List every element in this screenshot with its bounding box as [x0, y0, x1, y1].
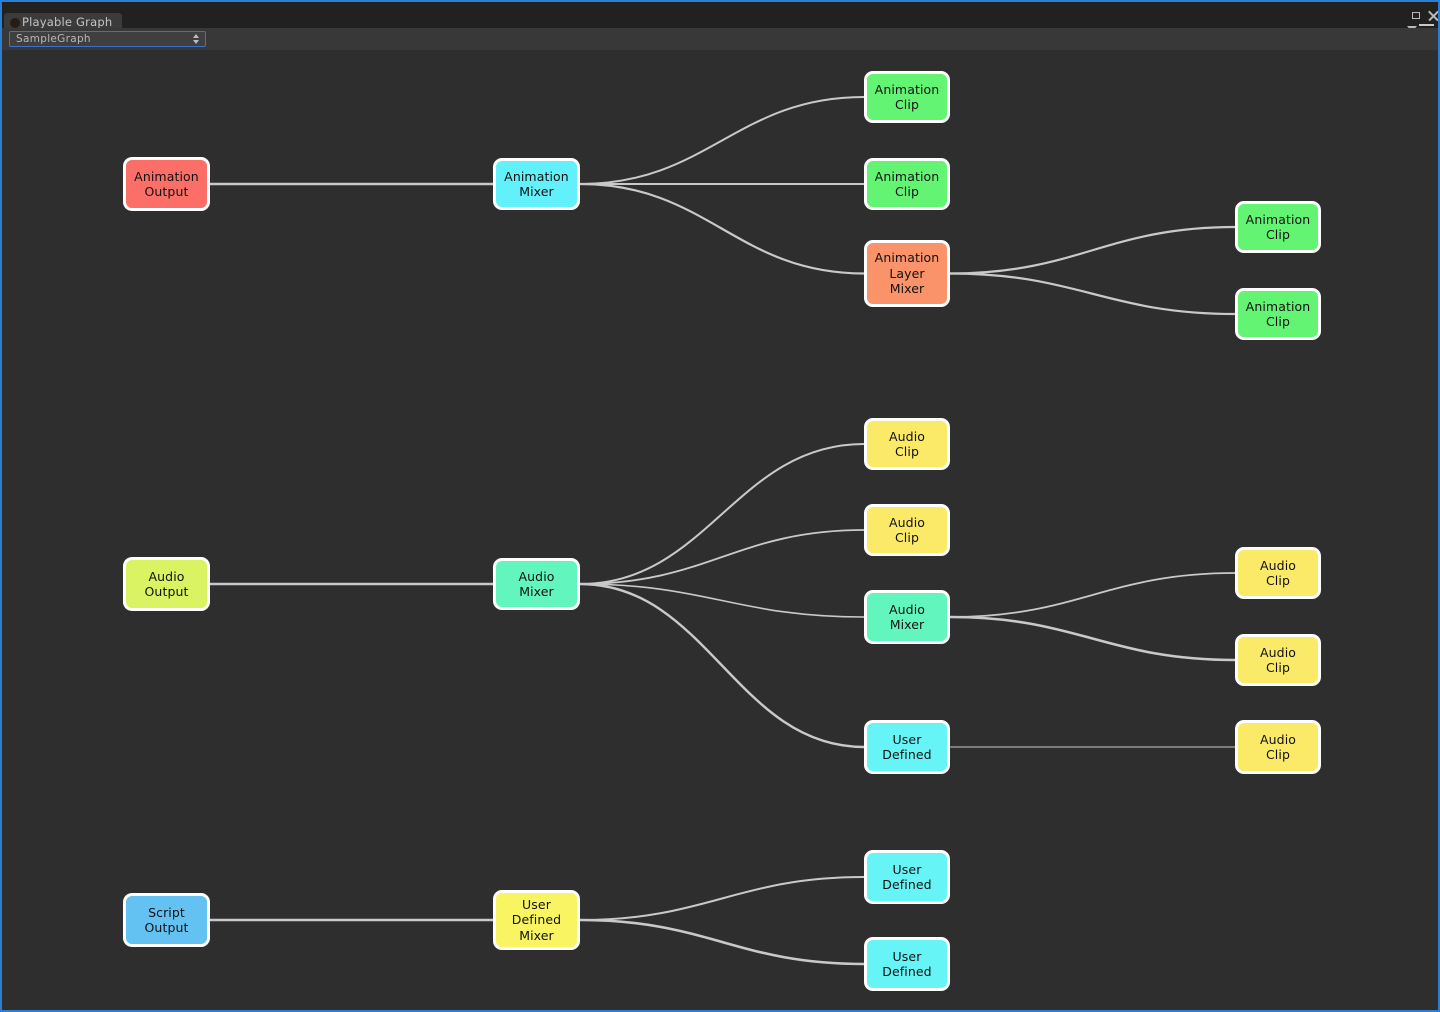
edge-layer-mixer-to-clip-3 — [948, 225, 1237, 275]
edge-audio-mixer-to-user-defined-1 — [578, 582, 866, 749]
tab-playable-graph[interactable]: Playable Graph — [4, 13, 123, 32]
audio-clip-node[interactable]: Audio Clip — [1235, 720, 1321, 774]
edge-animation-mixer-to-clip-1 — [579, 96, 865, 185]
graph-selector-value: SampleGraph — [16, 33, 91, 45]
animation-clip-node[interactable]: Animation Clip — [1235, 288, 1321, 340]
audio-clip-node[interactable]: Audio Clip — [1235, 547, 1321, 599]
edge-audio-mixer-2-to-clip-4 — [948, 615, 1237, 662]
user-defined-mixer-node[interactable]: User Defined Mixer — [493, 890, 580, 950]
tab-label: Playable Graph — [22, 15, 113, 29]
maximize-glyph — [1412, 12, 1420, 19]
edge-audio-mixer-to-audio-mixer-2 — [579, 583, 865, 618]
edge-audio-mixer-to-clip-2 — [579, 529, 865, 585]
audio-output-node[interactable]: Audio Output — [123, 557, 210, 611]
audio-clip-node[interactable]: Audio Clip — [864, 504, 950, 556]
graph-edge-layer — [208, 96, 1237, 966]
edge-animation-mixer-to-layer-mixer — [578, 182, 866, 275]
edge-audio-mixer-to-clip-1 — [579, 443, 865, 585]
script-output-node[interactable]: Script Output — [123, 893, 210, 947]
updown-arrows-icon — [193, 34, 200, 45]
animation-output-node[interactable]: Animation Output — [123, 157, 210, 211]
user-defined-node[interactable]: User Defined — [864, 720, 950, 774]
animation-mixer-node[interactable]: Animation Mixer — [493, 158, 580, 210]
edge-audio-mixer-2-to-clip-3 — [949, 572, 1236, 618]
arrow-up-glyph — [193, 34, 199, 38]
audio-clip-node[interactable]: Audio Clip — [1235, 634, 1321, 686]
audio-mixer-node[interactable]: Audio Mixer — [864, 590, 950, 644]
window-titlebar: Playable Graph — [2, 2, 1438, 32]
close-icon[interactable] — [1426, 9, 1438, 23]
animation-clip-node[interactable]: Animation Clip — [1235, 201, 1321, 253]
tab-dot-icon — [10, 18, 20, 28]
graph-selector-dropdown[interactable]: SampleGraph — [9, 31, 206, 47]
audio-clip-node[interactable]: Audio Clip — [864, 418, 950, 470]
audio-mixer-node[interactable]: Audio Mixer — [493, 558, 580, 610]
maximize-icon[interactable] — [1410, 9, 1424, 23]
edge-user-defined-mixer-to-ud-3 — [578, 918, 866, 966]
animation-layer-mixer-node[interactable]: Animation Layer Mixer — [864, 240, 950, 307]
graph-toolbar: SampleGraph — [2, 28, 1438, 51]
user-defined-node[interactable]: User Defined — [864, 937, 950, 991]
arrow-down-glyph — [193, 40, 199, 44]
animation-clip-node[interactable]: Animation Clip — [864, 158, 950, 210]
animation-clip-node[interactable]: Animation Clip — [864, 71, 950, 123]
hamburger-bar — [1419, 24, 1434, 26]
edge-layer-mixer-to-clip-4 — [948, 272, 1237, 316]
user-defined-node[interactable]: User Defined — [864, 850, 950, 904]
edge-user-defined-mixer-to-ud-2 — [579, 876, 865, 921]
